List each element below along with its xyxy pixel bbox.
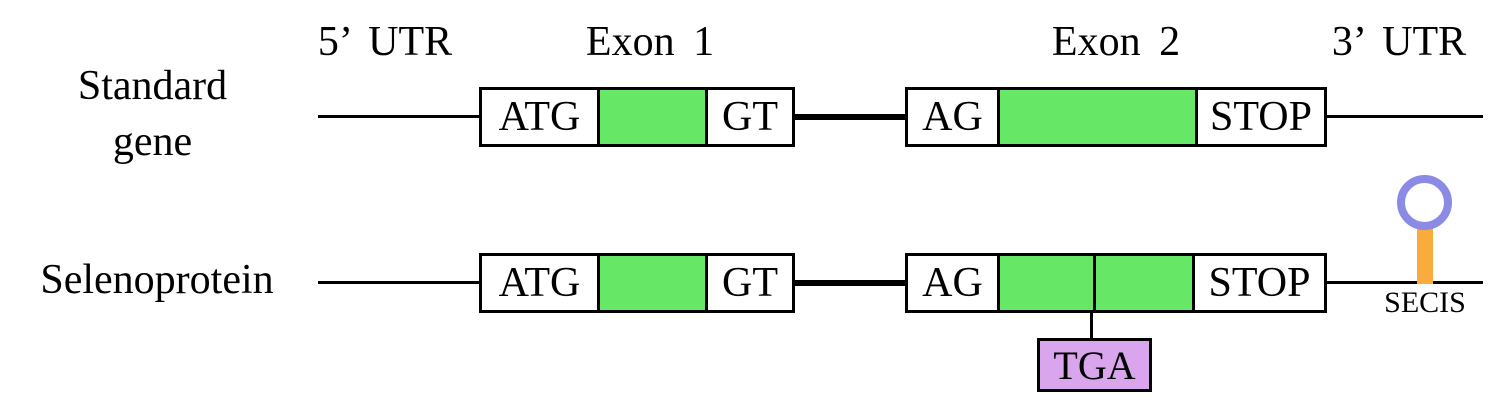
selenoprotein-acceptor-site-cell: AG xyxy=(908,256,997,310)
selenoprotein-donor-site-cell: GT xyxy=(705,256,792,310)
exon2-label: Exon 2 xyxy=(1051,19,1181,65)
standard-start-codon-cell: ATG xyxy=(482,90,597,144)
secis-label: SECIS xyxy=(1384,286,1466,319)
selenoprotein-five-prime-utr-line xyxy=(318,281,479,284)
standard-exon1-coding-region xyxy=(597,90,705,144)
selenoprotein-exon2-coding-region-a xyxy=(997,256,1093,310)
five-prime-utr-label: 5’ UTR xyxy=(317,19,453,65)
selenoprotein-start-codon-cell: ATG xyxy=(482,256,597,310)
standard-stop-codon-cell: STOP xyxy=(1195,90,1324,144)
selenoprotein-stop-codon-cell: STOP xyxy=(1192,256,1324,310)
tga-codon-box: TGA xyxy=(1037,338,1152,392)
three-prime-utr-label: 3’ UTR xyxy=(1331,19,1467,65)
selenoprotein-exon2-coding-region-b xyxy=(1093,256,1192,310)
secis-loop-icon xyxy=(1397,175,1452,230)
secis-stem-icon xyxy=(1417,226,1433,284)
standard-exon2-box: AG STOP xyxy=(905,87,1327,147)
tga-connector-line xyxy=(1090,310,1093,338)
standard-gene-label-line2: gene xyxy=(112,119,193,165)
standard-intron-line xyxy=(795,114,905,120)
standard-five-prime-utr-line xyxy=(318,115,479,118)
standard-donor-site-cell: GT xyxy=(705,90,792,144)
tga-codon-label: TGA xyxy=(1053,342,1136,388)
selenoprotein-exon2-box: AG STOP xyxy=(905,253,1327,313)
selenoprotein-three-prime-utr-line xyxy=(1327,281,1483,284)
standard-three-prime-utr-line xyxy=(1327,115,1483,118)
selenoprotein-exon1-coding-region xyxy=(597,256,705,310)
exon1-label: Exon 1 xyxy=(585,19,715,65)
standard-acceptor-site-cell: AG xyxy=(908,90,997,144)
selenoprotein-exon1-box: ATG GT xyxy=(479,253,795,313)
standard-exon2-coding-region xyxy=(997,90,1195,144)
standard-gene-row-label: Standard gene xyxy=(30,58,275,170)
selenoprotein-row-label: Selenoprotein xyxy=(40,257,274,303)
standard-exon1-box: ATG GT xyxy=(479,87,795,147)
standard-gene-label-line1: Standard xyxy=(77,63,228,109)
selenoprotein-intron-line xyxy=(795,280,905,286)
